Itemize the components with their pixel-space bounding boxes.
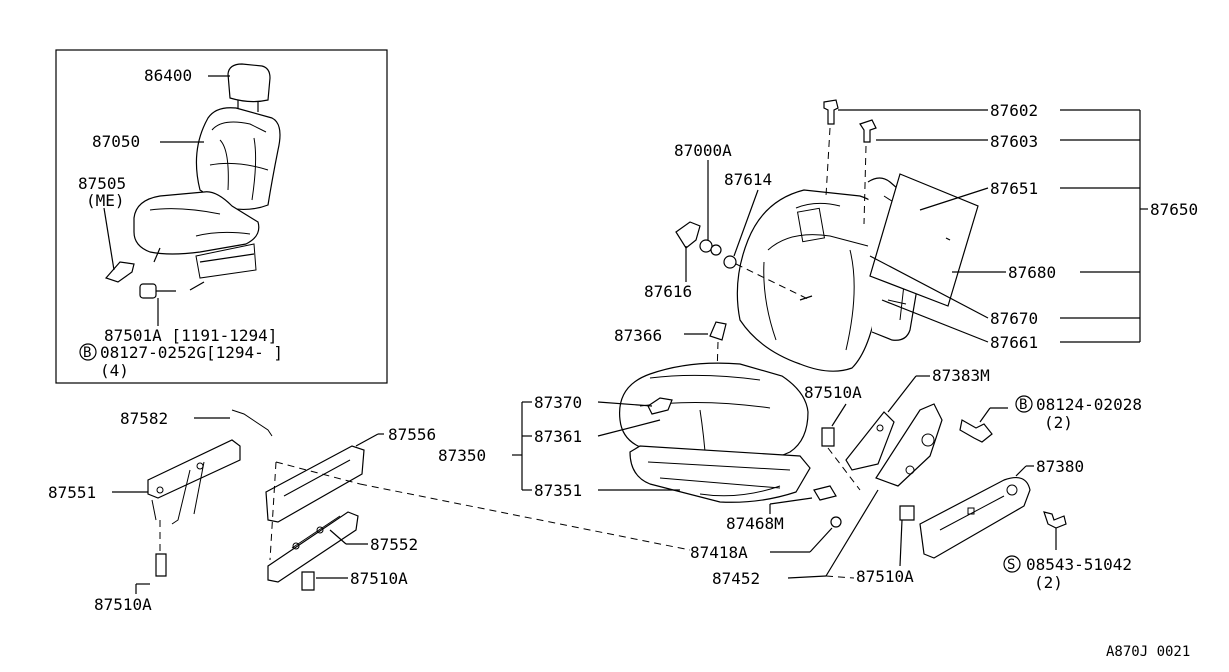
circled-s-letter: S (1007, 557, 1015, 573)
label-87505: 87505 (78, 174, 126, 193)
hook-87366 (709, 321, 727, 341)
label-08127-qty: (4) (100, 361, 129, 380)
pin-87582 (231, 409, 273, 437)
circled-b-letter: B (83, 345, 91, 361)
label-87366: 87366 (614, 326, 662, 345)
label-87383M: 87383M (932, 366, 990, 385)
washer-87614 (723, 255, 737, 269)
label-87602: 87602 (990, 101, 1038, 120)
label-87651: 87651 (990, 179, 1038, 198)
seat-back-pad (736, 189, 889, 372)
recliner-87383M (845, 403, 943, 487)
label-86400: 86400 (144, 66, 192, 85)
bolt-87501A (139, 281, 205, 299)
headrest-86400 (227, 63, 271, 112)
bolt-87510A-right (899, 505, 915, 521)
label-87510A-left: 87510A (94, 595, 152, 614)
label-87661: 87661 (990, 333, 1038, 352)
label-87680: 87680 (1008, 263, 1056, 282)
label-08543: 08543-51042 (1026, 555, 1132, 574)
label-87603: 87603 (990, 132, 1038, 151)
label-87552: 87552 (370, 535, 418, 554)
label-87670: 87670 (990, 309, 1038, 328)
seat-back-board-87680 (869, 173, 979, 307)
label-87380: 87380 (1036, 457, 1084, 476)
label-87650: 87650 (1150, 200, 1198, 219)
label-87614: 87614 (724, 170, 772, 189)
cover-87556 (265, 445, 365, 523)
bolt-08124 (959, 419, 993, 443)
label-87582: 87582 (120, 409, 168, 428)
rail-87551 (147, 439, 241, 525)
label-87616: 87616 (644, 282, 692, 301)
circled-b2-letter: B (1019, 397, 1027, 413)
label-87556: 87556 (388, 425, 436, 444)
label-87501A: 87501A [1191-1294] (104, 326, 277, 345)
clip-87418A (830, 516, 842, 528)
label-87510A-top: 87510A (804, 383, 862, 402)
cushion-frame-87351 (629, 445, 811, 503)
label-87370: 87370 (534, 393, 582, 412)
label-87000A: 87000A (674, 141, 732, 160)
circled-b-icon (79, 343, 97, 361)
label-87510A-mid: 87510A (350, 569, 408, 588)
label-87505-sub: (ME) (86, 191, 125, 210)
reference-code: A870J 0021 (1106, 644, 1190, 660)
label-87551: 87551 (48, 483, 96, 502)
label-08124-qty: (2) (1044, 413, 1073, 432)
clip-87602 (823, 99, 839, 125)
label-08124: 08124-02028 (1036, 395, 1142, 414)
clip-87468M (813, 485, 837, 501)
label-87452: 87452 (712, 569, 760, 588)
rail-87552 (267, 511, 359, 583)
bolt-87510A-mid (301, 571, 315, 591)
bolt-08543 (1043, 511, 1067, 529)
label-08127: 08127-0252G[1294- ] (100, 343, 283, 362)
bolt-87510A-left (155, 553, 167, 577)
circled-s-icon (1003, 555, 1021, 573)
knob-87000A (699, 239, 722, 256)
bracket-87616 (675, 221, 701, 249)
cover-87380 (919, 477, 1031, 559)
label-87351: 87351 (534, 481, 582, 500)
part-87505 (104, 261, 135, 283)
bolt-87510A-top (821, 427, 835, 447)
label-87361: 87361 (534, 427, 582, 446)
label-87050: 87050 (92, 132, 140, 151)
inset-frame (55, 49, 388, 384)
clip-87603 (859, 119, 877, 143)
label-87350: 87350 (438, 446, 486, 465)
circled-b2-icon (1015, 395, 1033, 413)
seat-assembly-87050 (133, 107, 281, 279)
label-87510A-right: 87510A (856, 567, 914, 586)
label-08543-qty: (2) (1034, 573, 1063, 592)
label-87418A: 87418A (690, 543, 748, 562)
pad-87370 (647, 397, 673, 415)
label-87468M: 87468M (726, 514, 784, 533)
